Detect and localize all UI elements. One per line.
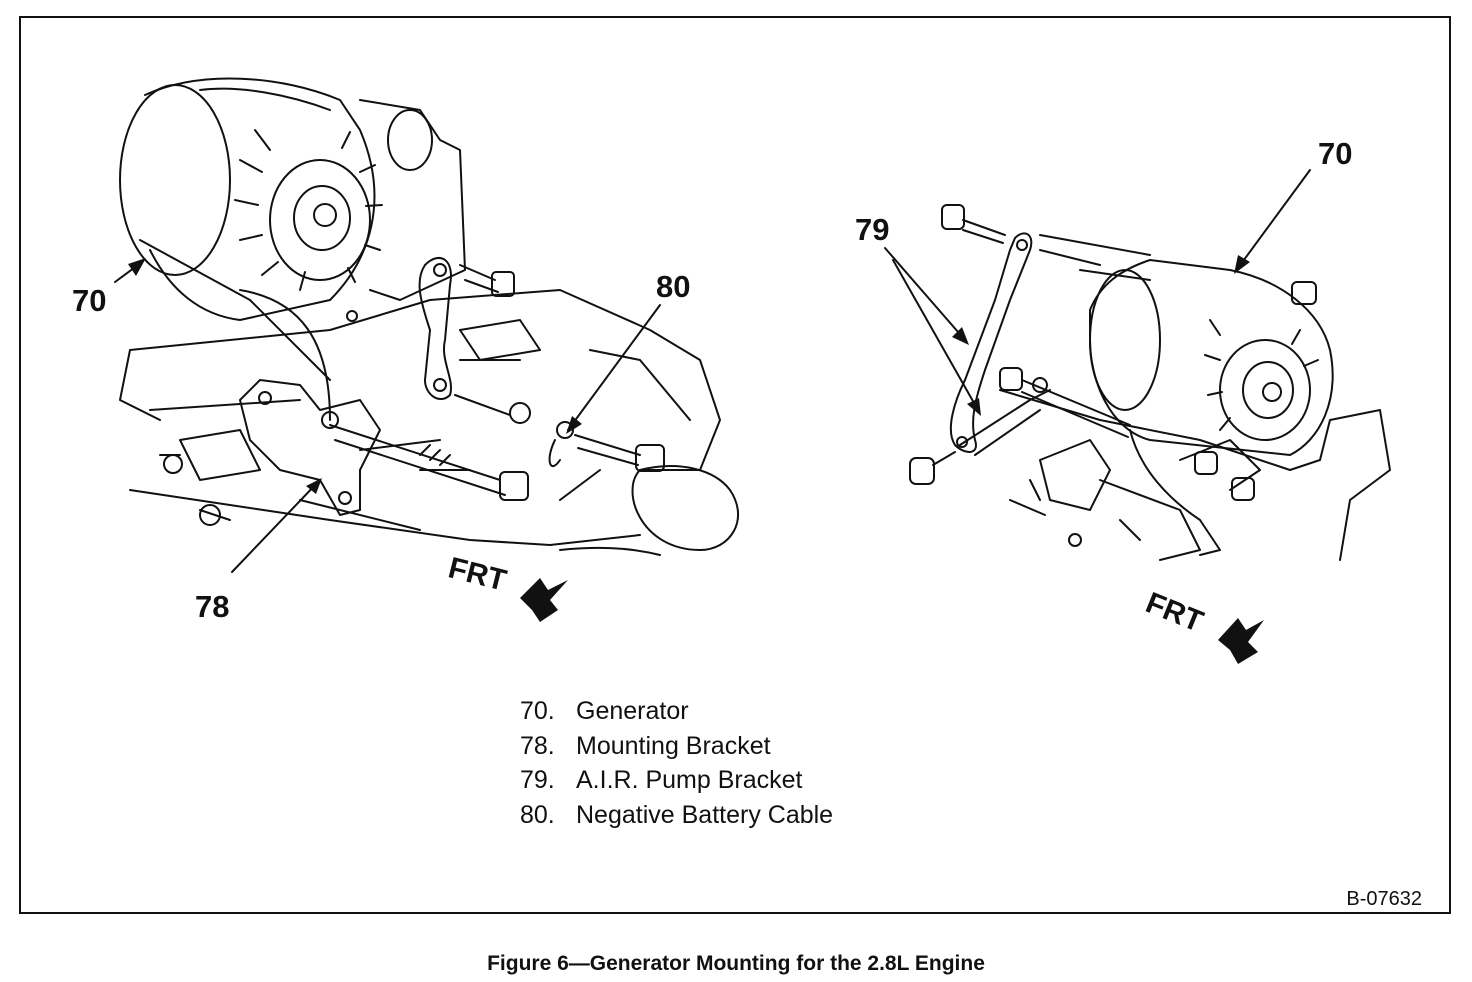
legend-number: 70.	[520, 697, 555, 725]
callout-70-left: 70	[72, 283, 107, 318]
legend-number: 79.	[520, 766, 555, 794]
left-brace-and-bolts	[329, 256, 665, 501]
figure-id: B-07632	[1346, 888, 1422, 910]
legend-label: A.I.R. Pump Bracket	[576, 766, 803, 794]
parts-legend: 70. Generator 78. Mounting Bracket 79. A.I.R.…	[520, 694, 833, 832]
legend-item: 80. Negative Battery Cable	[520, 798, 833, 833]
legend-item: 70. Generator	[520, 694, 833, 729]
right-air-pump-bracket-79	[909, 204, 1151, 485]
left-generator	[119, 77, 466, 381]
legend-item: 78. Mounting Bracket	[520, 729, 833, 764]
left-leader-lines	[114, 261, 661, 573]
callout-79: 79	[855, 212, 890, 247]
legend-label: Negative Battery Cable	[576, 800, 834, 829]
left-engine-block	[119, 289, 740, 556]
right-frt-arrow	[1218, 618, 1264, 664]
right-generator	[1089, 259, 1334, 556]
legend-label: Mounting Bracket	[576, 731, 771, 760]
legend-label: Generator	[576, 697, 689, 725]
callout-70-right: 70	[1318, 136, 1353, 171]
left-leader-arrowheads	[128, 258, 582, 494]
right-leader-arrowheads	[952, 255, 1250, 416]
right-engine-block	[999, 389, 1391, 561]
left-bracket-78	[239, 289, 381, 516]
left-frt-arrow	[520, 578, 568, 622]
diagram-frame	[19, 16, 1451, 914]
legend-number: 80.	[520, 800, 555, 829]
right-leader-lines	[884, 169, 1311, 411]
callout-80: 80	[656, 269, 691, 304]
legend-number: 78.	[520, 731, 555, 760]
callout-78: 78	[195, 589, 230, 624]
figure-caption: Figure 6—Generator Mounting for the 2.8L…	[487, 952, 985, 975]
legend-item: 79. A.I.R. Pump Bracket	[520, 763, 833, 798]
